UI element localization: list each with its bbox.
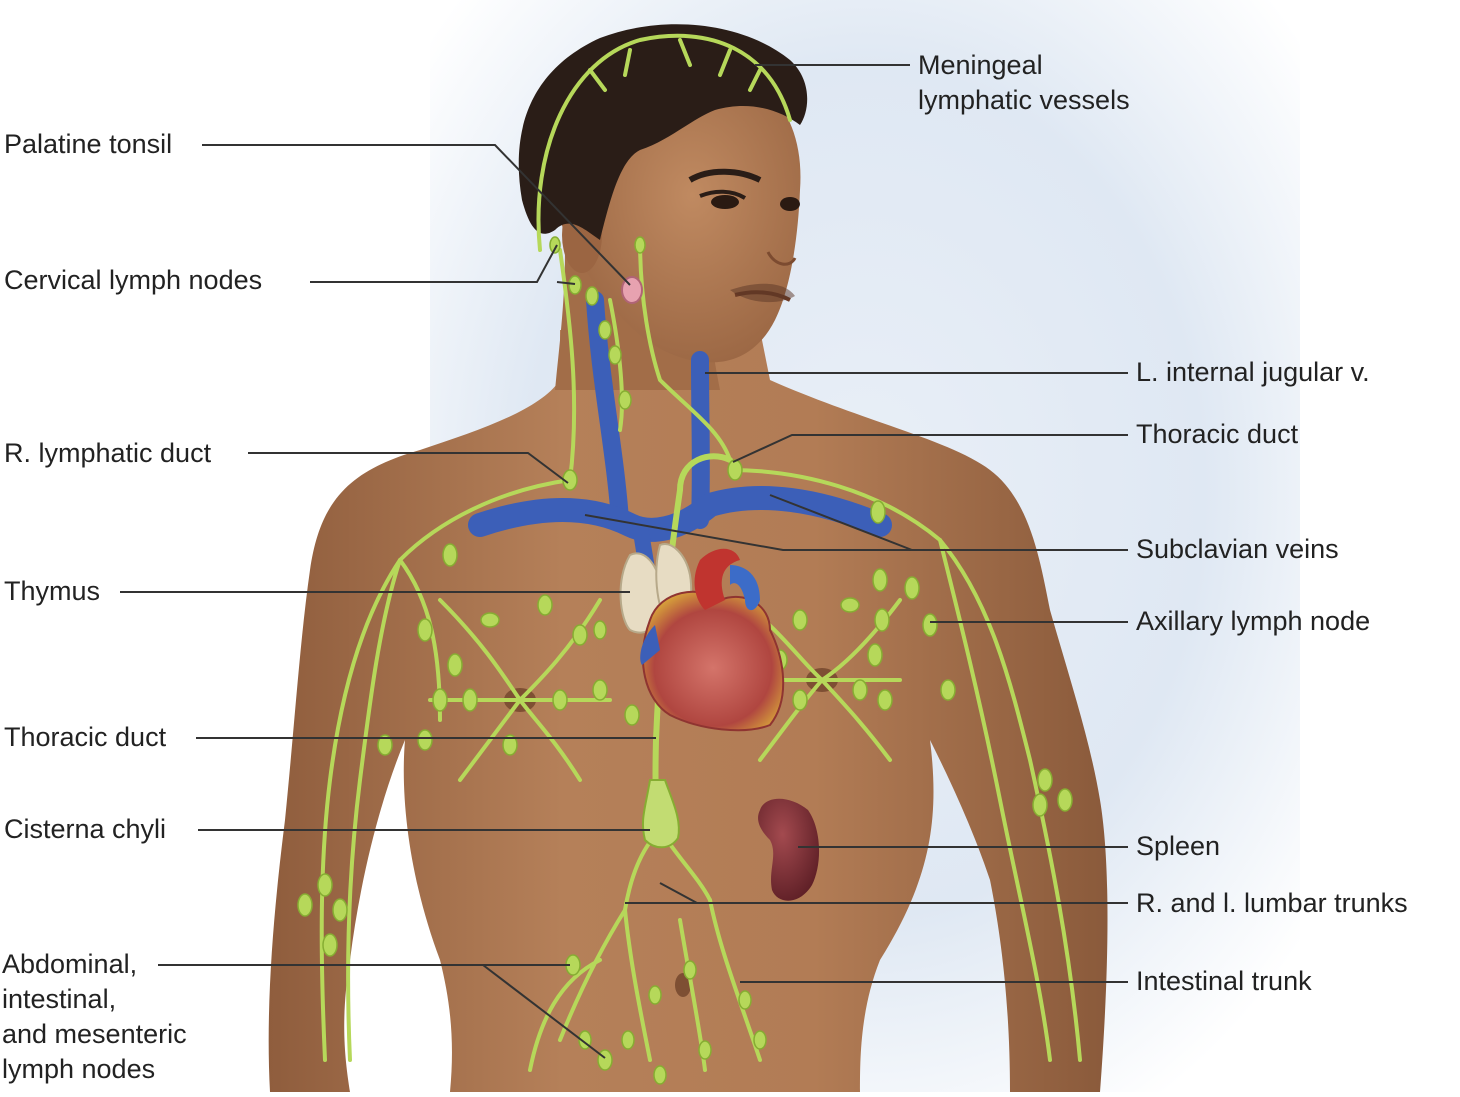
label-axillary-lymph-node: Axillary lymph node bbox=[1136, 606, 1371, 636]
label-cervical-lymph-nodes: Cervical lymph nodes bbox=[4, 265, 263, 295]
label-cisterna-chyli: Cisterna chyli bbox=[4, 814, 167, 844]
label-internal-jugular-vein: L. internal jugular v. bbox=[1136, 357, 1370, 387]
leader-thoracic-duct-upper bbox=[732, 434, 1128, 463]
label-lumbar-trunks: R. and l. lumbar trunks bbox=[1136, 888, 1408, 918]
nose bbox=[766, 251, 797, 266]
leader-palatine-tonsil bbox=[202, 144, 631, 286]
eye-left-iris bbox=[711, 195, 739, 209]
label-thymus: Thymus bbox=[4, 576, 101, 606]
palatine-tonsil-shape bbox=[621, 276, 643, 304]
eyebrow-left bbox=[688, 168, 762, 183]
label-subclavian-veins: Subclavian veins bbox=[1136, 534, 1339, 564]
leader-cervical-nodes bbox=[310, 244, 558, 283]
label-intestinal-trunk: Intestinal trunk bbox=[1136, 966, 1312, 996]
label-spleen: Spleen bbox=[1136, 831, 1221, 861]
cisterna-chyli-shape bbox=[641, 779, 680, 849]
eye-left bbox=[699, 189, 747, 200]
leader-subclavian-a bbox=[584, 514, 1128, 551]
label-palatine-tonsil: Palatine tonsil bbox=[4, 129, 173, 159]
leader-r-lymphatic-duct bbox=[248, 452, 569, 484]
label-abdominal-nodes: Abdominal, intestinal, and mesenteric ly… bbox=[2, 949, 187, 1084]
heart-shape bbox=[640, 548, 785, 732]
label-r-lymphatic-duct: R. lymphatic duct bbox=[4, 438, 212, 468]
navel bbox=[675, 973, 691, 997]
hair bbox=[518, 24, 808, 241]
spleen-shape bbox=[758, 798, 820, 901]
lymph-nodes bbox=[297, 236, 1073, 1085]
label-thoracic-duct-lower: Thoracic duct bbox=[4, 722, 167, 752]
label-meningeal-vessels: Meningeal lymphatic vessels bbox=[918, 50, 1130, 115]
eye-right-iris bbox=[780, 197, 800, 211]
moustache bbox=[730, 283, 795, 303]
leader-lines bbox=[120, 64, 1128, 1059]
label-thoracic-duct-upper: Thoracic duct bbox=[1136, 419, 1299, 449]
lymphatic-vessels bbox=[319, 33, 1082, 1072]
